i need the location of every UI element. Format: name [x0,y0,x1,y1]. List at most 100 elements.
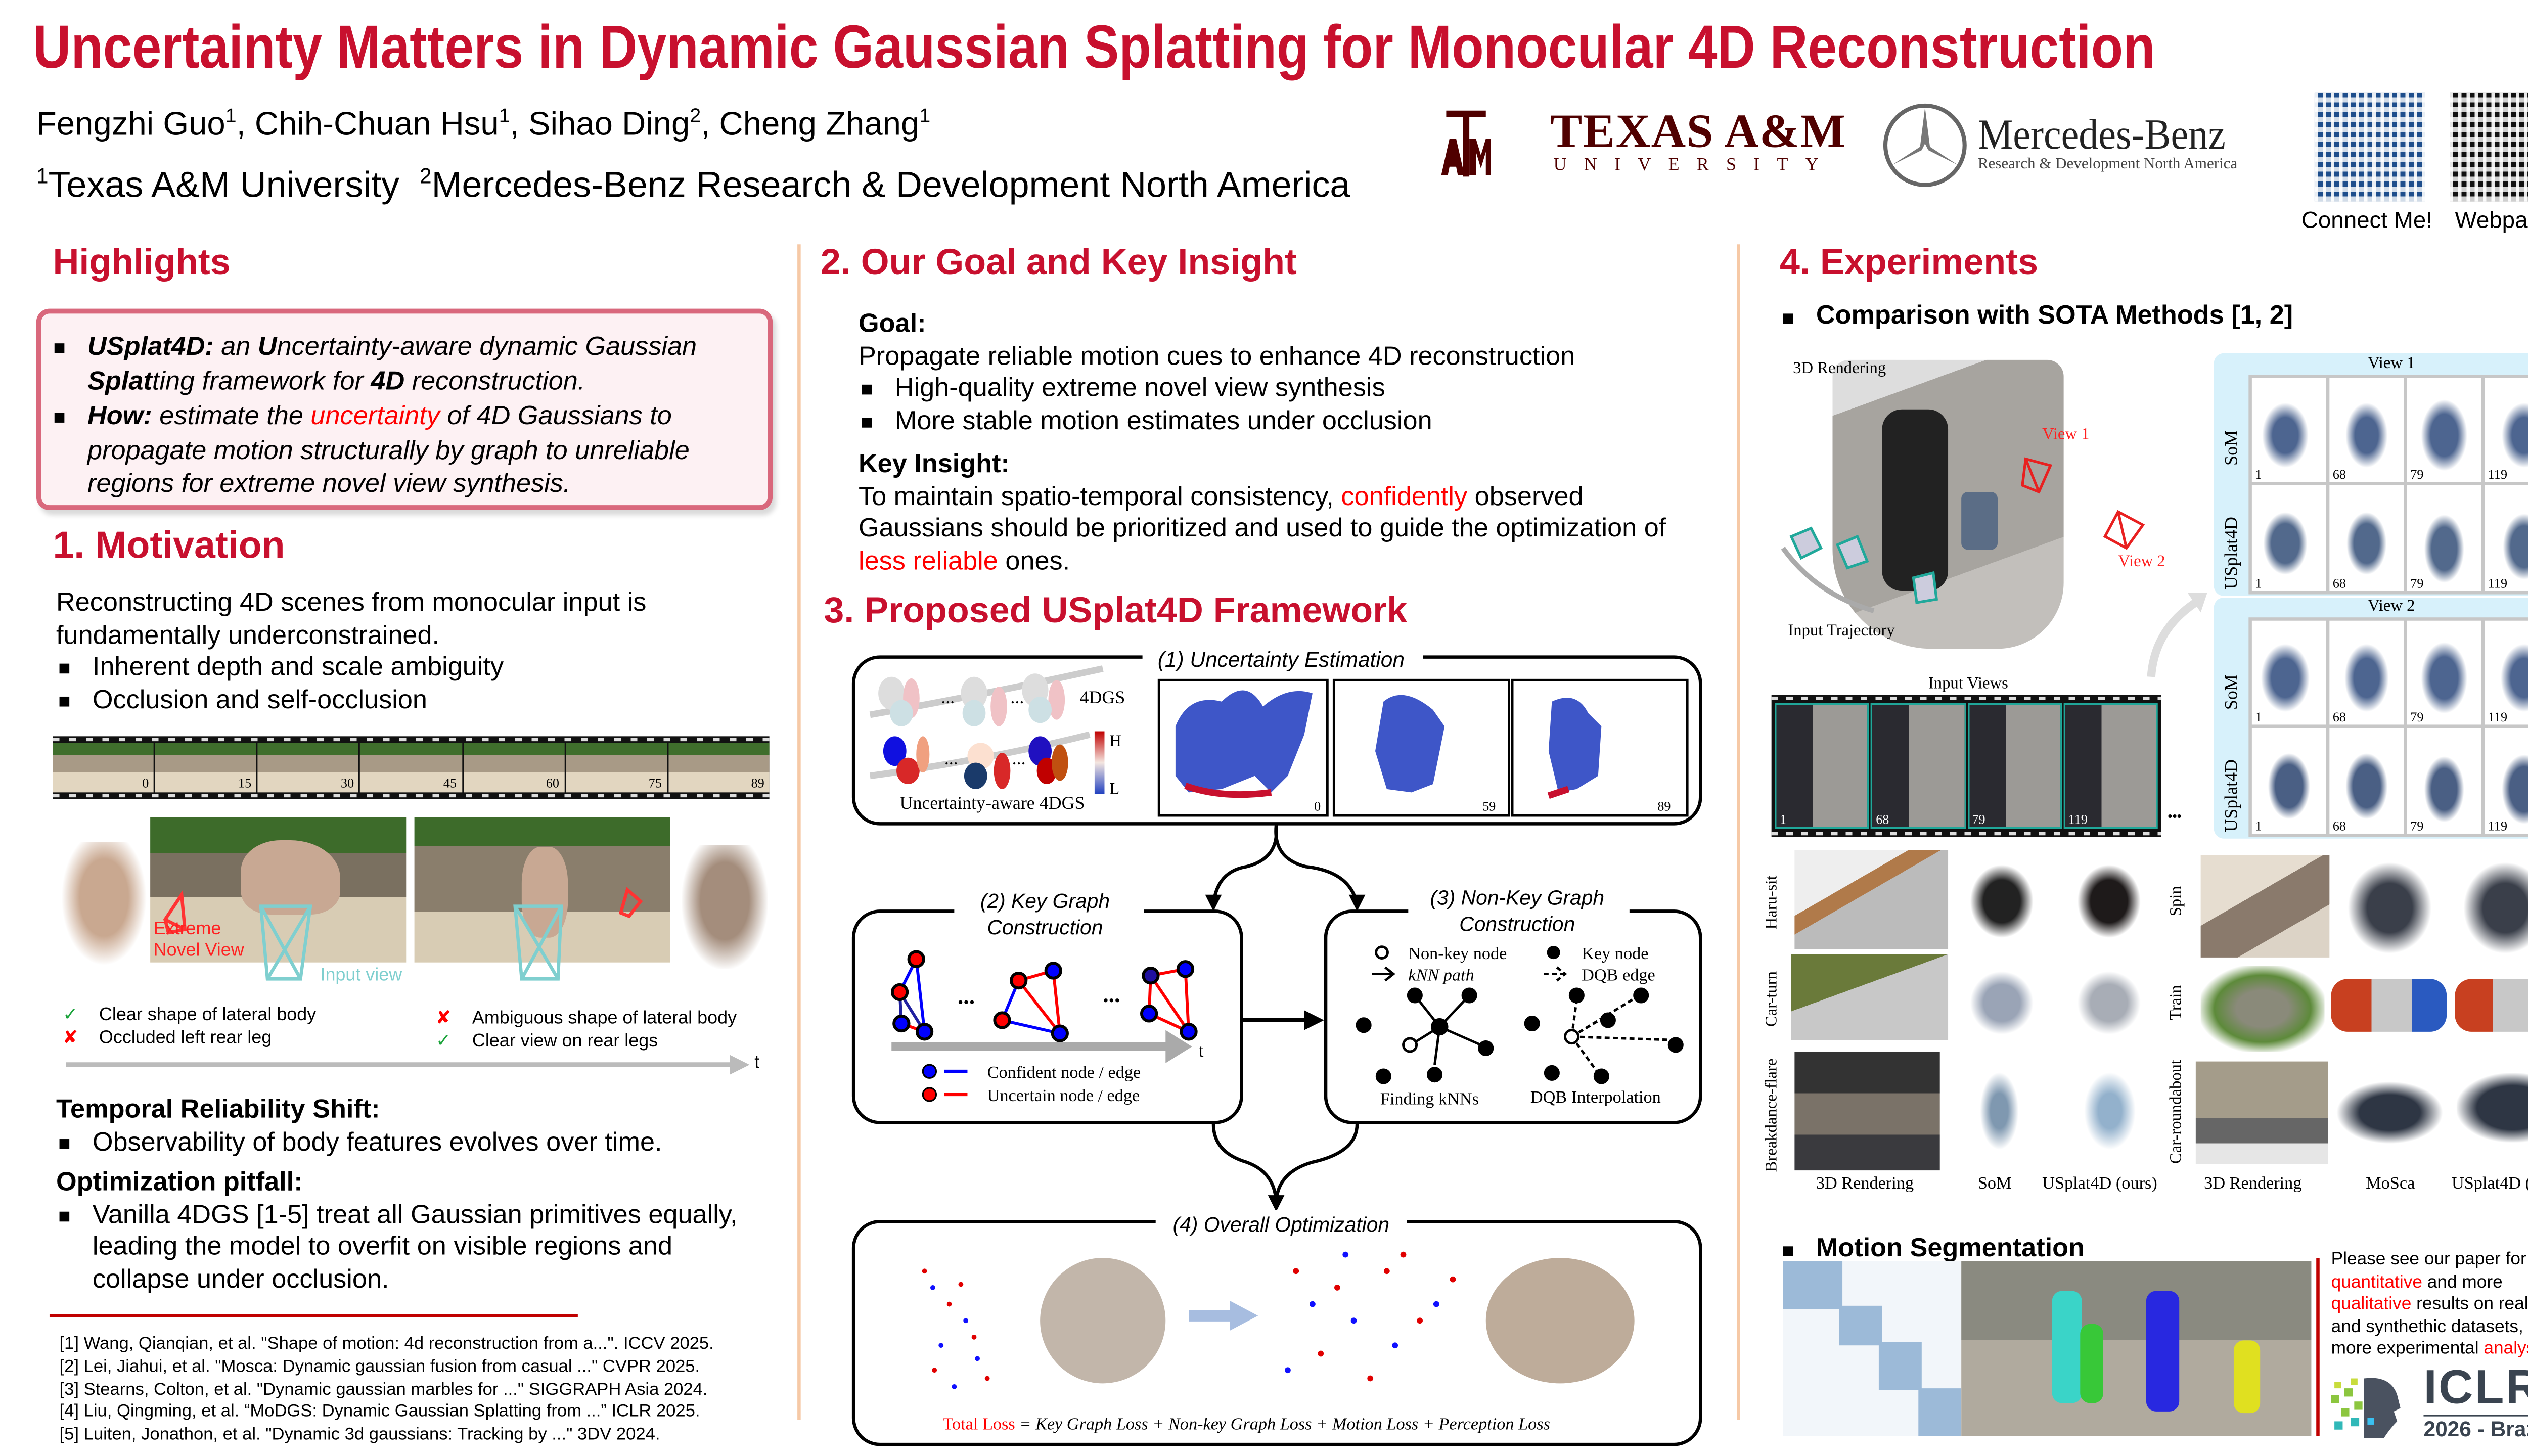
goal-section: Goal: Propagate reliable motion cues to … [859,309,1692,578]
gaussian-ellipses: ... ... ... ... [869,665,1104,789]
view1-camera-label: View 1 [2042,426,2090,444]
bullet-item: Occlusion and self-occlusion [56,684,684,716]
uncertainty-colorbar [1094,731,1105,794]
mercedes-logo: Mercedes-Benz Research & Development Nor… [1882,102,2265,188]
label-4dgs: 4DGS [1080,687,1125,707]
result-cell: 68 [2329,378,2404,482]
observation-list-right: ✘Ambiguous shape of lateral body ✓Clear … [436,1007,737,1053]
frame-number: 89 [1657,799,1671,813]
bullet-item: High-quality extreme novel view synthesi… [859,373,1692,405]
highlights-box: USplat4D: an Uncertainty-aware dynamic G… [36,308,773,510]
ellipsis: ... [1012,748,1026,768]
knn-arrow-icon [1372,966,1395,982]
frame-number: 119 [2488,710,2508,725]
frame-number: 119 [2068,812,2088,827]
frame-number: 1 [2255,710,2262,725]
column-label: USplat4D (ours) [2451,1175,2528,1194]
bullet-item: Vanilla 4DGS [1-5] treat all Gaussian pr… [56,1199,749,1296]
qr-code-contact[interactable] [2314,92,2425,202]
observation-text: Occluded left rear leg [99,1028,272,1049]
reference-item: [2] Lei, Jiahui, et al. "Mosca: Dynamic … [59,1356,700,1377]
bullet-item: Inherent depth and scale ambiguity [56,652,684,685]
insight-red: confidently [1341,483,1468,511]
note-red: qualitative [2331,1294,2412,1314]
box-title: (2) Key Graph [980,889,1110,913]
result-cell: 119 [2485,378,2528,482]
method-result [2076,1061,2143,1161]
author-list: Fengzhi Guo1, Chih-Chuan Hsu1, Sihao Din… [36,104,931,143]
check-icon: ✓ [436,1031,452,1052]
bullet-item: Observability of body features evolves o… [56,1127,749,1159]
mercedes-wordmark: Mercedes-Benz [1977,110,2226,159]
iclr-logo: ICLR 2026 - Brazil [2325,1362,2528,1444]
camel-render-left [61,842,147,966]
result-cell: 68 [2329,620,2404,725]
highlight-bold: 4D [371,367,405,396]
input-view-frame: 79 [1967,703,2062,829]
total-loss-label: Total Loss [942,1415,1015,1434]
result-cell: 1 [2251,620,2326,725]
box-title: (3) Non-Key Graph [1430,886,1604,909]
column-divider [797,244,801,1420]
method-result [2455,979,2528,1032]
camel-frame: 45 [360,743,462,793]
input-view-camera-icon [513,904,563,981]
ellipsis: ... [944,748,958,768]
framework-diagram: (1) Uncertainty Estimation ... ... ... .… [851,647,1702,1446]
method-result [2071,858,2146,944]
frame-number: 59 [1482,799,1496,813]
qr-label-contact: Connect Me! [2301,206,2433,233]
observation-text: Clear view on rear legs [472,1031,658,1052]
method-result [1964,966,2039,1040]
uncertainty-map: 59 [1332,678,1510,817]
qr-code-webpage[interactable] [2450,92,2528,202]
nonkey-node-icon [1375,945,1389,960]
frame-number: 79 [2410,710,2424,725]
result-cell: 119 [2485,620,2528,725]
method-result [2456,1073,2528,1143]
affiliation: Mercedes-Benz Research & Development Nor… [431,164,1350,205]
result-cell: 68 [2329,485,2404,591]
motivation-heading: 1. Motivation [53,523,285,566]
goal-text: Propagate reliable motion cues to enhanc… [858,342,1575,371]
highlight-text: an [213,333,258,362]
segmentation-bullet: Motion Segmentation [1780,1235,2528,1264]
rendering-label: 3D Rendering [1793,359,1886,378]
references: [1] Wang, Qianqian, et al. "Shape of mot… [60,1334,714,1447]
result-cell: 1 [2251,378,2326,482]
column-label: 3D Rendering [1816,1175,1914,1194]
input-views-strip: 1 68 79 119 [1771,695,2161,837]
uncertainty-map: 0 [1157,678,1329,817]
bullet-item: More stable motion estimates under occlu… [859,405,1692,438]
label-uncertainty-4dgs: Uncertainty-aware 4DGS [900,793,1085,813]
experiments-heading: 4. Experiments [1779,241,2039,283]
method-result [2344,858,2435,958]
view2-camera-label: View 2 [2118,553,2165,571]
poster-title: Uncertainty Matters in Dynamic Gaussian … [33,13,2155,81]
camel-frame: 0 [53,743,154,793]
highlight-bold: Splat [87,367,152,396]
scene-label: Haru-sit [1763,875,1782,930]
camel-render-right [682,845,768,969]
observation-text: Ambiguous shape of lateral body [472,1009,737,1029]
panel-title: View 2 [2368,598,2415,616]
cross-icon: ✘ [63,1028,78,1049]
author-sup: 1 [499,104,510,127]
highlight-text: ncertainty-aware dynamic Gaussian [277,333,697,362]
merge-arrow [1274,1124,1359,1202]
note-text: results on realistic and synthethic data… [2331,1294,2528,1359]
extreme-view-camera-icon [163,890,187,935]
dqb-graph [1524,987,1684,1084]
mercedes-star-icon [1883,103,1967,187]
view1-camera-icon [2021,457,2053,494]
scene-label: Car-roundabout [2168,1059,2186,1164]
ellipsis: ... [1103,981,1120,1007]
insight-segment: observed Gaussians should be prioritized… [858,483,1666,543]
row-label: SoM [2222,674,2242,710]
method-result [1974,1061,2024,1161]
method-result [1964,858,2039,944]
frame-number: 79 [1972,812,1985,827]
frame-number: 89 [751,776,764,791]
affiliation-sup: 1 [36,163,49,189]
